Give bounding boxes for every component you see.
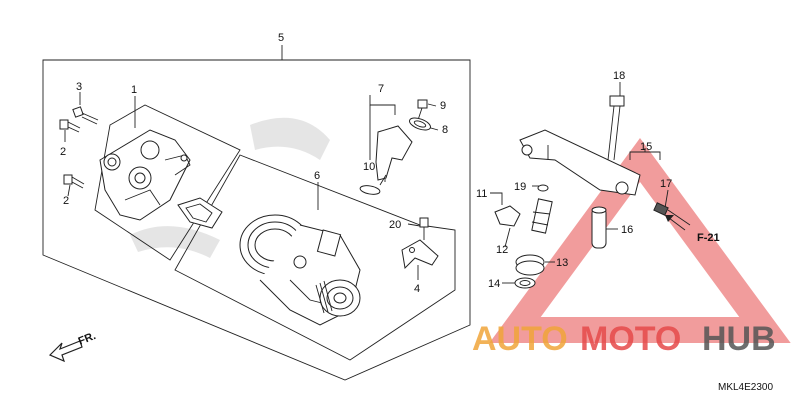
clip-12 <box>494 205 521 227</box>
callout-5: 5 <box>278 32 284 44</box>
callout-1: 1 <box>131 84 137 96</box>
assembly-outline-5 <box>42 59 471 381</box>
screw-2-upper <box>59 119 81 133</box>
callout-7: 7 <box>378 83 384 95</box>
bolt-3 <box>72 106 99 125</box>
bracket-4 <box>401 239 439 270</box>
callout-20: 20 <box>389 219 401 231</box>
watermark-moto: MOTO <box>580 320 681 358</box>
callout-9: 9 <box>440 100 446 112</box>
callout-12: 12 <box>496 244 508 256</box>
callout-17: 17 <box>660 178 672 190</box>
callout-14: 14 <box>488 278 500 290</box>
callout-11: 11 <box>476 188 487 200</box>
watermark-triangle <box>489 138 791 343</box>
gasket <box>177 197 223 229</box>
callout-3: 3 <box>76 81 82 93</box>
callout-10: 10 <box>363 161 375 173</box>
screw-9 <box>417 99 428 121</box>
reference-label: F-21 <box>697 232 720 244</box>
callout-4: 4 <box>414 283 420 295</box>
o-ring-10 <box>359 185 381 195</box>
callout-6: 6 <box>314 170 320 182</box>
callout-8: 8 <box>442 124 448 136</box>
front-label: FR. <box>77 330 98 348</box>
sensor-7 <box>375 125 413 186</box>
assembly-outline-6 <box>174 154 456 361</box>
reference-arrow <box>664 214 686 231</box>
pulley-ribs <box>315 280 333 314</box>
front-arrow-icon <box>48 340 83 363</box>
callout-13: 13 <box>556 257 568 269</box>
injector-11 <box>531 198 553 234</box>
callout-18: 18 <box>613 70 625 82</box>
watermark-logo: AUTO MOTO HUB <box>472 320 776 358</box>
callout-labels: 5 1 3 2 2 6 7 9 8 10 20 4 18 15 17 19 11… <box>60 32 773 393</box>
sensor-body-1 <box>99 129 191 221</box>
washer-19 <box>537 184 549 192</box>
callout-16: 16 <box>621 224 633 236</box>
throttle-body-6 <box>239 214 361 326</box>
callout-15: 15 <box>640 141 652 153</box>
watermark-auto: AUTO <box>472 320 568 358</box>
watermark-hub: HUB <box>702 320 776 358</box>
screw-20 <box>419 217 429 240</box>
o-ring-8 <box>409 117 431 131</box>
callout-2-upper: 2 <box>60 146 66 158</box>
seal-13 <box>515 254 545 276</box>
fuel-rail-15 <box>519 129 641 196</box>
o-ring-14 <box>514 277 536 289</box>
spacer-16 <box>591 206 607 249</box>
callout-19: 19 <box>514 181 526 193</box>
background-wing-logo <box>130 117 330 258</box>
diagram-code: MKL4E2300 <box>718 382 773 393</box>
callout-2-lower: 2 <box>63 195 69 207</box>
bolt-18 <box>607 95 625 161</box>
screw-2-lower <box>63 174 85 189</box>
assembly-outline-1 <box>94 104 241 261</box>
clip-17 <box>653 202 691 226</box>
